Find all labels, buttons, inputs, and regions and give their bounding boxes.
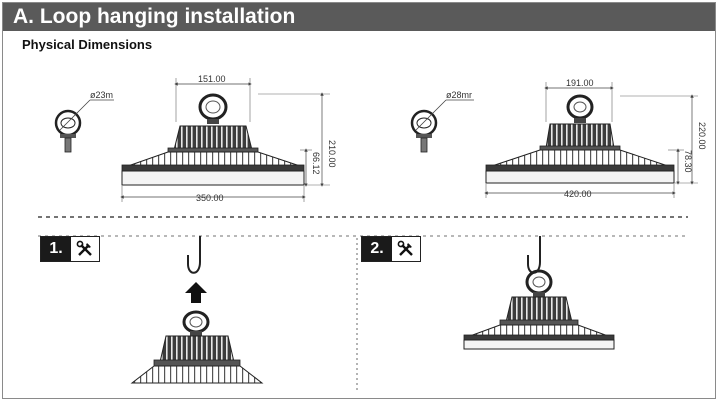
step-1-number: 1. [41,237,71,261]
ring-diameter-label-large: ø28mr [446,90,472,100]
tools-icon [71,237,99,261]
step-2-badge: 2. [361,236,421,262]
eye-bolt-detail-large: ø28mr [410,90,474,153]
body-height-label-small: 66.12 [311,152,321,175]
step-2-number: 2. [362,237,392,261]
top-width-label-large: 191.00 [566,78,594,88]
tools-icon [392,237,420,261]
eye-bolt-detail-small: ø23m [54,90,114,153]
lamp-large-drawing: 191.00 220.00 78.30 420.00 [484,78,707,199]
lamp-small-drawing: 151.00 210.00 66.12 350.00 [120,74,337,203]
ring-diameter-label-small: ø23m [90,90,113,100]
step-1-drawing [130,236,264,384]
top-width-label-small: 151.00 [198,74,226,84]
total-height-label-large: 220.00 [697,122,707,150]
step-1-badge: 1. [40,236,100,262]
step-2-drawing [463,236,615,350]
base-width-label-large: 420.00 [564,189,592,199]
page-title: A. Loop hanging installation [13,5,296,28]
body-height-label-large: 78.30 [683,150,693,173]
figure-frame [2,2,716,399]
arrow-up-icon [185,282,207,303]
section-subtitle: Physical Dimensions [22,37,153,52]
base-width-label-small: 350.00 [196,193,224,203]
total-height-label-small: 210.00 [327,140,337,168]
header-bar: A. Loop hanging installation [3,3,715,31]
